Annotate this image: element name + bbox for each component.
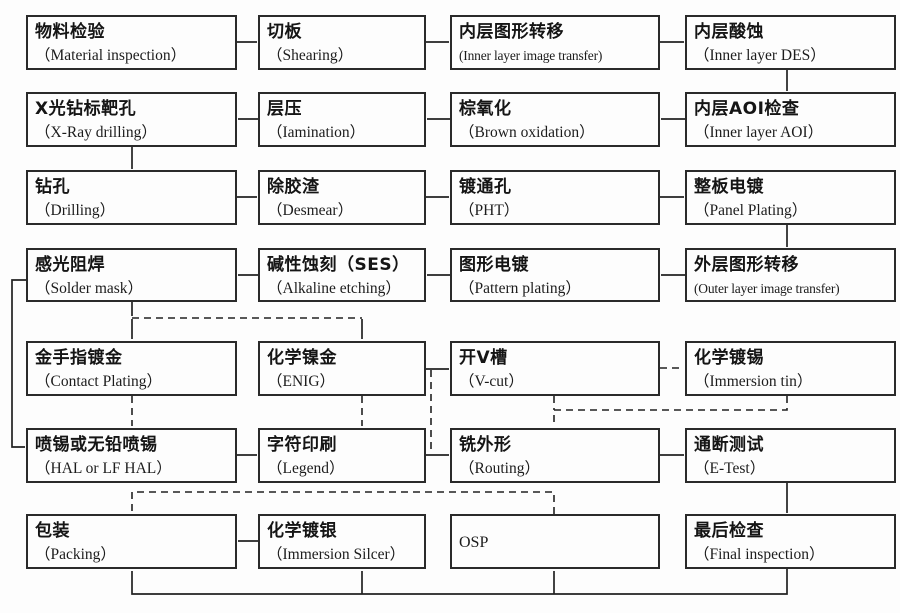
node-label-en: （Panel Plating） (694, 202, 808, 219)
node-v-cut: 开V槽 （V-cut） (450, 341, 660, 396)
node-label-en: （E-Test） (694, 460, 766, 477)
node-label-en: （Inner layer AOI） (694, 124, 824, 141)
node-label-zh: 棕氧化 (459, 99, 512, 119)
node-label-zh: 通断测试 (694, 435, 764, 455)
node-lamination: 层压 （Iamination） (258, 92, 426, 147)
node-e-test: 通断测试 （E-Test） (685, 428, 896, 483)
node-label-zh: 金手指镀金 (35, 348, 123, 368)
node-inner-layer-image-transfer: 内层图形转移 (Inner layer image transfer) (450, 15, 660, 70)
node-label-zh: 整板电镀 (694, 177, 764, 197)
node-desmear: 除胶渣 （Desmear） (258, 170, 426, 225)
node-label-en: （Desmear） (267, 202, 354, 219)
node-label-en: （PHT） (459, 202, 520, 219)
node-label-zh: 钻孔 (35, 177, 70, 197)
node-label-zh: 内层酸蚀 (694, 22, 764, 42)
node-osp: OSP (450, 514, 660, 569)
node-label-en: （Pattern plating） (459, 280, 581, 297)
node-label-zh: 切板 (267, 22, 302, 42)
node-inner-layer-des: 内层酸蚀 （Inner layer DES） (685, 15, 896, 70)
node-label-en: （Routing） (459, 460, 540, 477)
node-label-en: (Outer layer image transfer) (694, 281, 840, 296)
node-label-en: （Alkaline etching） (267, 280, 401, 297)
node-label-zh: 外层图形转移 (694, 255, 799, 275)
node-label-en: （Contact Plating） (35, 373, 163, 390)
node-x-ray-drilling: X光钻标靶孔 （X-Ray drilling） (26, 92, 237, 147)
node-label-zh: 物料检验 (35, 22, 105, 42)
node-label-zh: 铣外形 (459, 435, 512, 455)
node-label-zh: 化学镀锡 (694, 348, 764, 368)
node-packing: 包装 （Packing） (26, 514, 237, 569)
node-label-zh: 化学镍金 (267, 348, 337, 368)
node-contact-plating: 金手指镀金 （Contact Plating） (26, 341, 237, 396)
node-label-en: （X-Ray drilling） (35, 124, 157, 141)
node-hal: 喷锡或无铅喷锡 （HAL or LF HAL） (26, 428, 237, 483)
node-label-en: （HAL or LF HAL） (35, 460, 172, 477)
node-label-zh: 内层图形转移 (459, 22, 564, 42)
node-label-zh: 感光阻焊 (35, 255, 105, 275)
node-label-zh: 镀通孔 (459, 177, 512, 197)
node-enig: 化学镍金 （ENIG） (258, 341, 426, 396)
node-alkaline-etching: 碱性蚀刻（SES） （Alkaline etching） (258, 248, 426, 302)
node-label-en: （Material inspection） (35, 47, 187, 64)
node-label-zh: 除胶渣 (267, 177, 320, 197)
node-label-en: （Immersion Silcer） (267, 546, 406, 563)
route-immersion-tin-to-routing (553, 396, 788, 426)
node-label-en: （Solder mask） (35, 280, 144, 297)
node-label-zh: 内层AOI检查 (694, 99, 800, 119)
node-label-en: （Inner layer DES） (694, 47, 826, 64)
node-final-inspection: 最后检查 （Final inspection） (685, 514, 896, 569)
node-label-zh: 开V槽 (459, 348, 508, 368)
node-solder-mask: 感光阻焊 （Solder mask） (26, 248, 237, 302)
node-routing: 铣外形 （Routing） (450, 428, 660, 483)
node-label-zh: 字符印刷 (267, 435, 337, 455)
node-label-zh: 最后检查 (694, 521, 764, 541)
route-osp-to-packing (131, 491, 555, 514)
feedback-final-to-packing (131, 569, 788, 595)
node-label-en: （Final inspection） (694, 546, 825, 563)
node-immersion-silver: 化学镀银 （Immersion Silcer） (258, 514, 426, 569)
node-label-en: （Iamination） (267, 124, 366, 141)
node-label-en: （Brown oxidation） (459, 124, 595, 141)
node-immersion-tin: 化学镀锡 （Immersion tin） (685, 341, 896, 396)
node-label-zh: 图形电镀 (459, 255, 529, 275)
node-label-en: （Legend） (267, 460, 345, 477)
node-drilling: 钻孔 （Drilling） (26, 170, 237, 225)
route-soldermask-to-hal (11, 279, 27, 448)
node-shearing: 切板 （Shearing） (258, 15, 426, 70)
node-label-zh: 包装 (35, 521, 70, 541)
node-label-en: （ENIG） (267, 373, 336, 390)
node-inner-layer-aoi: 内层AOI检查 （Inner layer AOI） (685, 92, 896, 147)
node-pattern-plating: 图形电镀 （Pattern plating） (450, 248, 660, 302)
node-label-en: （V-cut） (459, 373, 524, 390)
node-panel-plating: 整板电镀 （Panel Plating） (685, 170, 896, 225)
node-pht: 镀通孔 （PHT） (450, 170, 660, 225)
node-brown-oxidation: 棕氧化 （Brown oxidation） (450, 92, 660, 147)
dashed-connectors (131, 317, 788, 514)
node-label-zh: X光钻标靶孔 (35, 99, 137, 119)
node-label-en: （Drilling） (35, 202, 116, 219)
node-label-zh: 层压 (267, 99, 302, 119)
node-legend: 字符印刷 （Legend） (258, 428, 426, 483)
solid-connectors (11, 41, 788, 595)
node-label-en: (Inner layer image transfer) (459, 48, 603, 63)
node-label-zh: 化学镀银 (267, 521, 337, 541)
node-label-zh: 碱性蚀刻（SES） (267, 255, 410, 275)
node-material-inspection: 物料检验 （Material inspection） (26, 15, 237, 70)
node-label-en: （Shearing） (267, 47, 354, 64)
node-outer-layer-image-transfer: 外层图形转移 (Outer layer image transfer) (685, 248, 896, 302)
node-label-en: （Packing） (35, 546, 116, 563)
node-label-zh: 喷锡或无铅喷锡 (35, 435, 158, 455)
node-label-en: （Immersion tin） (694, 373, 813, 390)
node-label-en: OSP (459, 533, 489, 551)
